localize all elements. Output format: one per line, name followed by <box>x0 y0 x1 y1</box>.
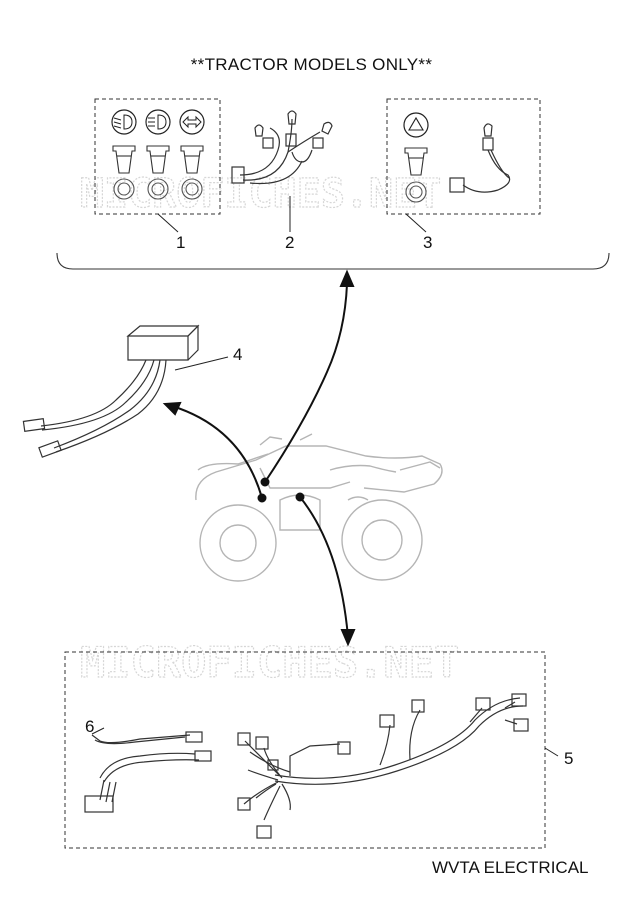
leader-5 <box>544 747 559 757</box>
bulb-socket <box>404 147 428 176</box>
part-3-bulb-harness <box>449 123 511 193</box>
leader-3 <box>405 213 427 233</box>
part-5-main-harness <box>237 693 529 839</box>
hazard-triangle-icon <box>403 112 429 138</box>
callout-3: 3 <box>423 233 433 252</box>
callout-4: 4 <box>233 345 243 364</box>
callout-1: 1 <box>176 233 186 252</box>
lens-ring <box>113 178 203 200</box>
lens-ring <box>405 181 427 203</box>
footer-caption: WVTA ELECTRICAL <box>432 858 589 877</box>
part-6-wire-adapter <box>84 727 212 813</box>
diagram-title: **TRACTOR MODELS ONLY** <box>190 55 433 74</box>
part-2-bulb-harness <box>231 110 333 232</box>
bulb-socket <box>112 145 204 174</box>
kit-5-box <box>64 651 546 849</box>
callout-arrows <box>162 269 356 647</box>
headlight-low-icon <box>111 109 137 135</box>
kit-1-box <box>94 98 221 215</box>
atv-vehicle <box>195 433 443 582</box>
kit-3-group <box>386 98 541 233</box>
callout-5: 5 <box>564 749 574 768</box>
callout-6: 6 <box>85 717 95 736</box>
callout-2: 2 <box>285 233 295 252</box>
headlight-high-icon <box>145 109 171 135</box>
turn-signal-icon <box>179 109 205 135</box>
part-4-relay-module <box>22 324 229 458</box>
leader-1 <box>157 213 179 233</box>
watermark-bottom: MICROFICHES.NET <box>80 638 459 687</box>
group-brace <box>56 252 610 270</box>
kit-3-box <box>386 98 541 215</box>
kit-1-group <box>94 98 221 233</box>
